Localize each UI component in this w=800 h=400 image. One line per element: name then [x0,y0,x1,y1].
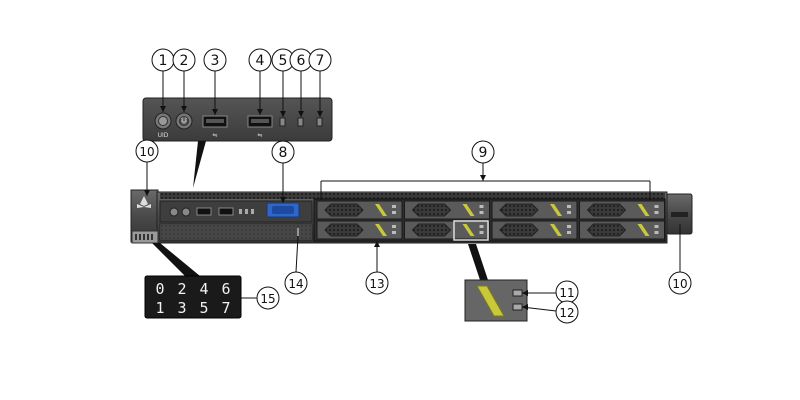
drive-tray [579,200,665,220]
drive-tray [579,220,665,240]
led-num: 4 [199,280,208,298]
drive-tray [316,220,403,240]
drive-tray [316,200,403,220]
callout-10-left: 10 [135,139,159,163]
indicator-7 [316,117,323,127]
zoomed-drive-indicator [464,279,528,322]
led-num: 6 [221,280,230,298]
drive-tray [491,220,578,240]
usb-port-4: ⇋ [247,115,273,139]
zoomed-io-panel: UID ⇋ ⇋ [142,97,333,142]
svg-text:2: 2 [180,53,189,69]
callout-8: 8 [271,140,295,164]
svg-text:10: 10 [139,145,154,159]
vga-port [266,202,300,218]
led-num: 5 [199,299,208,317]
svg-text:4: 4 [256,53,265,69]
callout-1: 1 [151,48,175,72]
svg-text:14: 14 [288,277,303,291]
drive-tray [404,220,490,240]
led-num: 2 [177,280,186,298]
zoom-wedge-drive [468,244,488,280]
svg-text:9: 9 [479,145,488,161]
callout-4: 4 [248,48,272,72]
drive-activity-indicator [512,303,523,311]
svg-text:10: 10 [672,277,687,291]
led-num: 3 [177,299,186,317]
led-num: 0 [155,280,164,298]
svg-text:15: 15 [260,292,275,306]
zoom-wedge-led [152,243,200,276]
indicator-5 [279,117,286,127]
uid-button: UID [154,112,172,139]
network-led-panel: 0 2 4 6 1 3 5 7 [144,275,242,319]
svg-text:13: 13 [369,277,384,291]
callout-13: 13 [365,271,389,295]
callout-12: 12 [555,300,579,324]
drive-trays [316,200,665,240]
svg-text:8: 8 [279,145,288,161]
callout-3: 3 [203,48,227,72]
usb-icon: ⇋ [257,132,262,139]
callout-14: 14 [284,271,308,295]
callout-11: 11 [555,280,579,304]
svg-text:5: 5 [279,53,288,69]
callout-15: 15 [256,286,280,310]
callout-9: 9 [471,140,495,164]
indicator-6 [297,117,304,127]
svg-text:3: 3 [211,53,220,69]
svg-text:12: 12 [559,306,574,320]
usb-port-3: ⇋ [202,115,228,139]
drive-fault-indicator [512,289,523,297]
svg-text:7: 7 [316,53,325,69]
zoom-wedge-io [193,141,206,188]
callout-2: 2 [172,48,196,72]
drive-tray [491,200,578,220]
uid-label: UID [158,132,169,139]
svg-text:6: 6 [297,53,306,69]
drive-tray [404,200,490,220]
svg-text:1: 1 [159,53,168,69]
led-num: 7 [221,299,230,317]
svg-text:11: 11 [559,286,574,300]
power-button [175,112,193,130]
drive-indicator-highlight [453,220,489,241]
huawei-logo-icon [137,196,151,208]
usb-icon: ⇋ [212,132,217,139]
led-num: 1 [155,299,164,317]
callout-10-right: 10 [668,271,692,295]
callout-7: 7 [308,48,332,72]
